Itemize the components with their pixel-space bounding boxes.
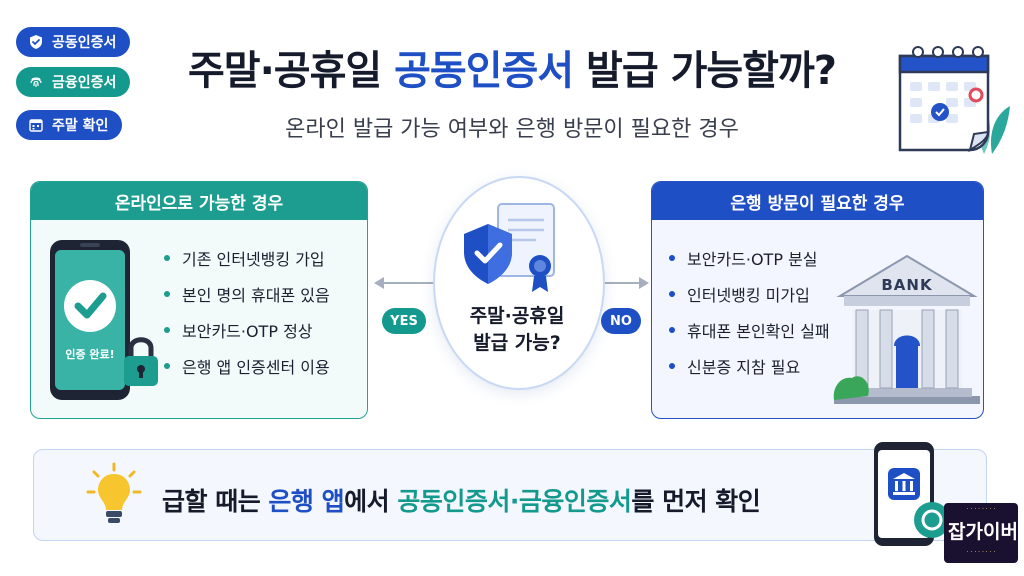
- tip-banner: [33, 449, 987, 541]
- list-item: 보안카드·OTP 분실: [669, 240, 830, 276]
- tip-part2: 에서: [344, 487, 398, 516]
- list-item: 인터넷뱅킹 미가입: [669, 276, 830, 312]
- watermark-bottom-line: · · · · · · · ·: [966, 549, 996, 556]
- title-highlight: 공동인증서: [394, 48, 574, 94]
- tip-text: 급할 때는 은행 앱에서 공동인증서·금융인증서를 먼저 확인: [162, 482, 761, 518]
- title-part1: 주말·공휴일: [188, 48, 395, 94]
- tip-part1: 급할 때는: [162, 487, 269, 516]
- arrow-right-icon: [599, 277, 649, 289]
- list-item: 휴대폰 본인확인 실패: [669, 312, 830, 348]
- bank-sign: BANK: [881, 276, 933, 294]
- calendar-illustration: [898, 46, 1010, 154]
- list-item: 기존 인터넷뱅킹 가입: [164, 240, 330, 276]
- bank-visit-list: 보안카드·OTP 분실 인터넷뱅킹 미가입 휴대폰 본인확인 실패 신분증 지참…: [669, 240, 830, 384]
- arrow-left-icon: [374, 277, 434, 289]
- watermark-logo: · · · · · · · · 잡가이버 · · · · · · · ·: [944, 503, 1018, 563]
- online-possible-title: 온라인으로 가능한 경우: [31, 182, 367, 220]
- bank-visit-title: 은행 방문이 필요한 경우: [652, 182, 983, 220]
- phone-verified-icon: [50, 240, 158, 400]
- tip-part3: 를 먼저 확인: [631, 487, 761, 516]
- center-question: 주말·공휴일 발급 가능?: [433, 303, 601, 357]
- certificate-shield-icon: [464, 203, 555, 292]
- fingerprint-icon: [30, 77, 42, 87]
- tag-financial-certificate: 금융인증서: [16, 67, 131, 97]
- no-badge: NO: [601, 308, 641, 334]
- shield-check-icon: [30, 35, 42, 49]
- watermark-top-line: · · · · · · · ·: [966, 506, 996, 513]
- lightbulb-icon: [86, 462, 142, 523]
- online-possible-list: 기존 인터넷뱅킹 가입 본인 명의 휴대폰 있음 보안카드·OTP 정상 은행 …: [164, 240, 330, 384]
- bank-building-icon: [833, 254, 980, 404]
- center-question-line1: 주말·공휴일: [469, 305, 565, 327]
- tag-weekend-check: 주말 확인: [16, 110, 123, 140]
- tip-certificates: 공동인증서·금융인증서: [397, 487, 632, 516]
- list-item: 신분증 지참 필요: [669, 348, 830, 384]
- list-item: 은행 앱 인증센터 이용: [164, 348, 330, 384]
- list-item: 보안카드·OTP 정상: [164, 312, 330, 348]
- list-item: 본인 명의 휴대폰 있음: [164, 276, 330, 312]
- page-subtitle: 온라인 발급 가능 여부와 은행 방문이 필요한 경우: [285, 117, 739, 142]
- tip-bank-app: 은행 앱: [268, 487, 345, 516]
- phone-verified-label: 인증 완료!: [65, 348, 115, 361]
- tag-weekend-check-label: 주말 확인: [52, 118, 109, 134]
- page-title: 주말·공휴일 공동인증서 발급 가능할까?: [0, 38, 1024, 96]
- yes-badge: YES: [382, 308, 426, 334]
- center-question-line2: 발급 가능?: [473, 332, 561, 354]
- tag-certificate-label: 공동인증서: [52, 35, 117, 51]
- watermark-text: 잡가이버: [948, 521, 1018, 543]
- bank-app-phone-icon: [874, 442, 950, 546]
- tag-financial-certificate-label: 금융인증서: [52, 75, 117, 91]
- calendar-icon: [29, 119, 43, 132]
- title-part2: 발급 가능할까?: [573, 48, 837, 94]
- tag-certificate: 공동인증서: [16, 27, 131, 57]
